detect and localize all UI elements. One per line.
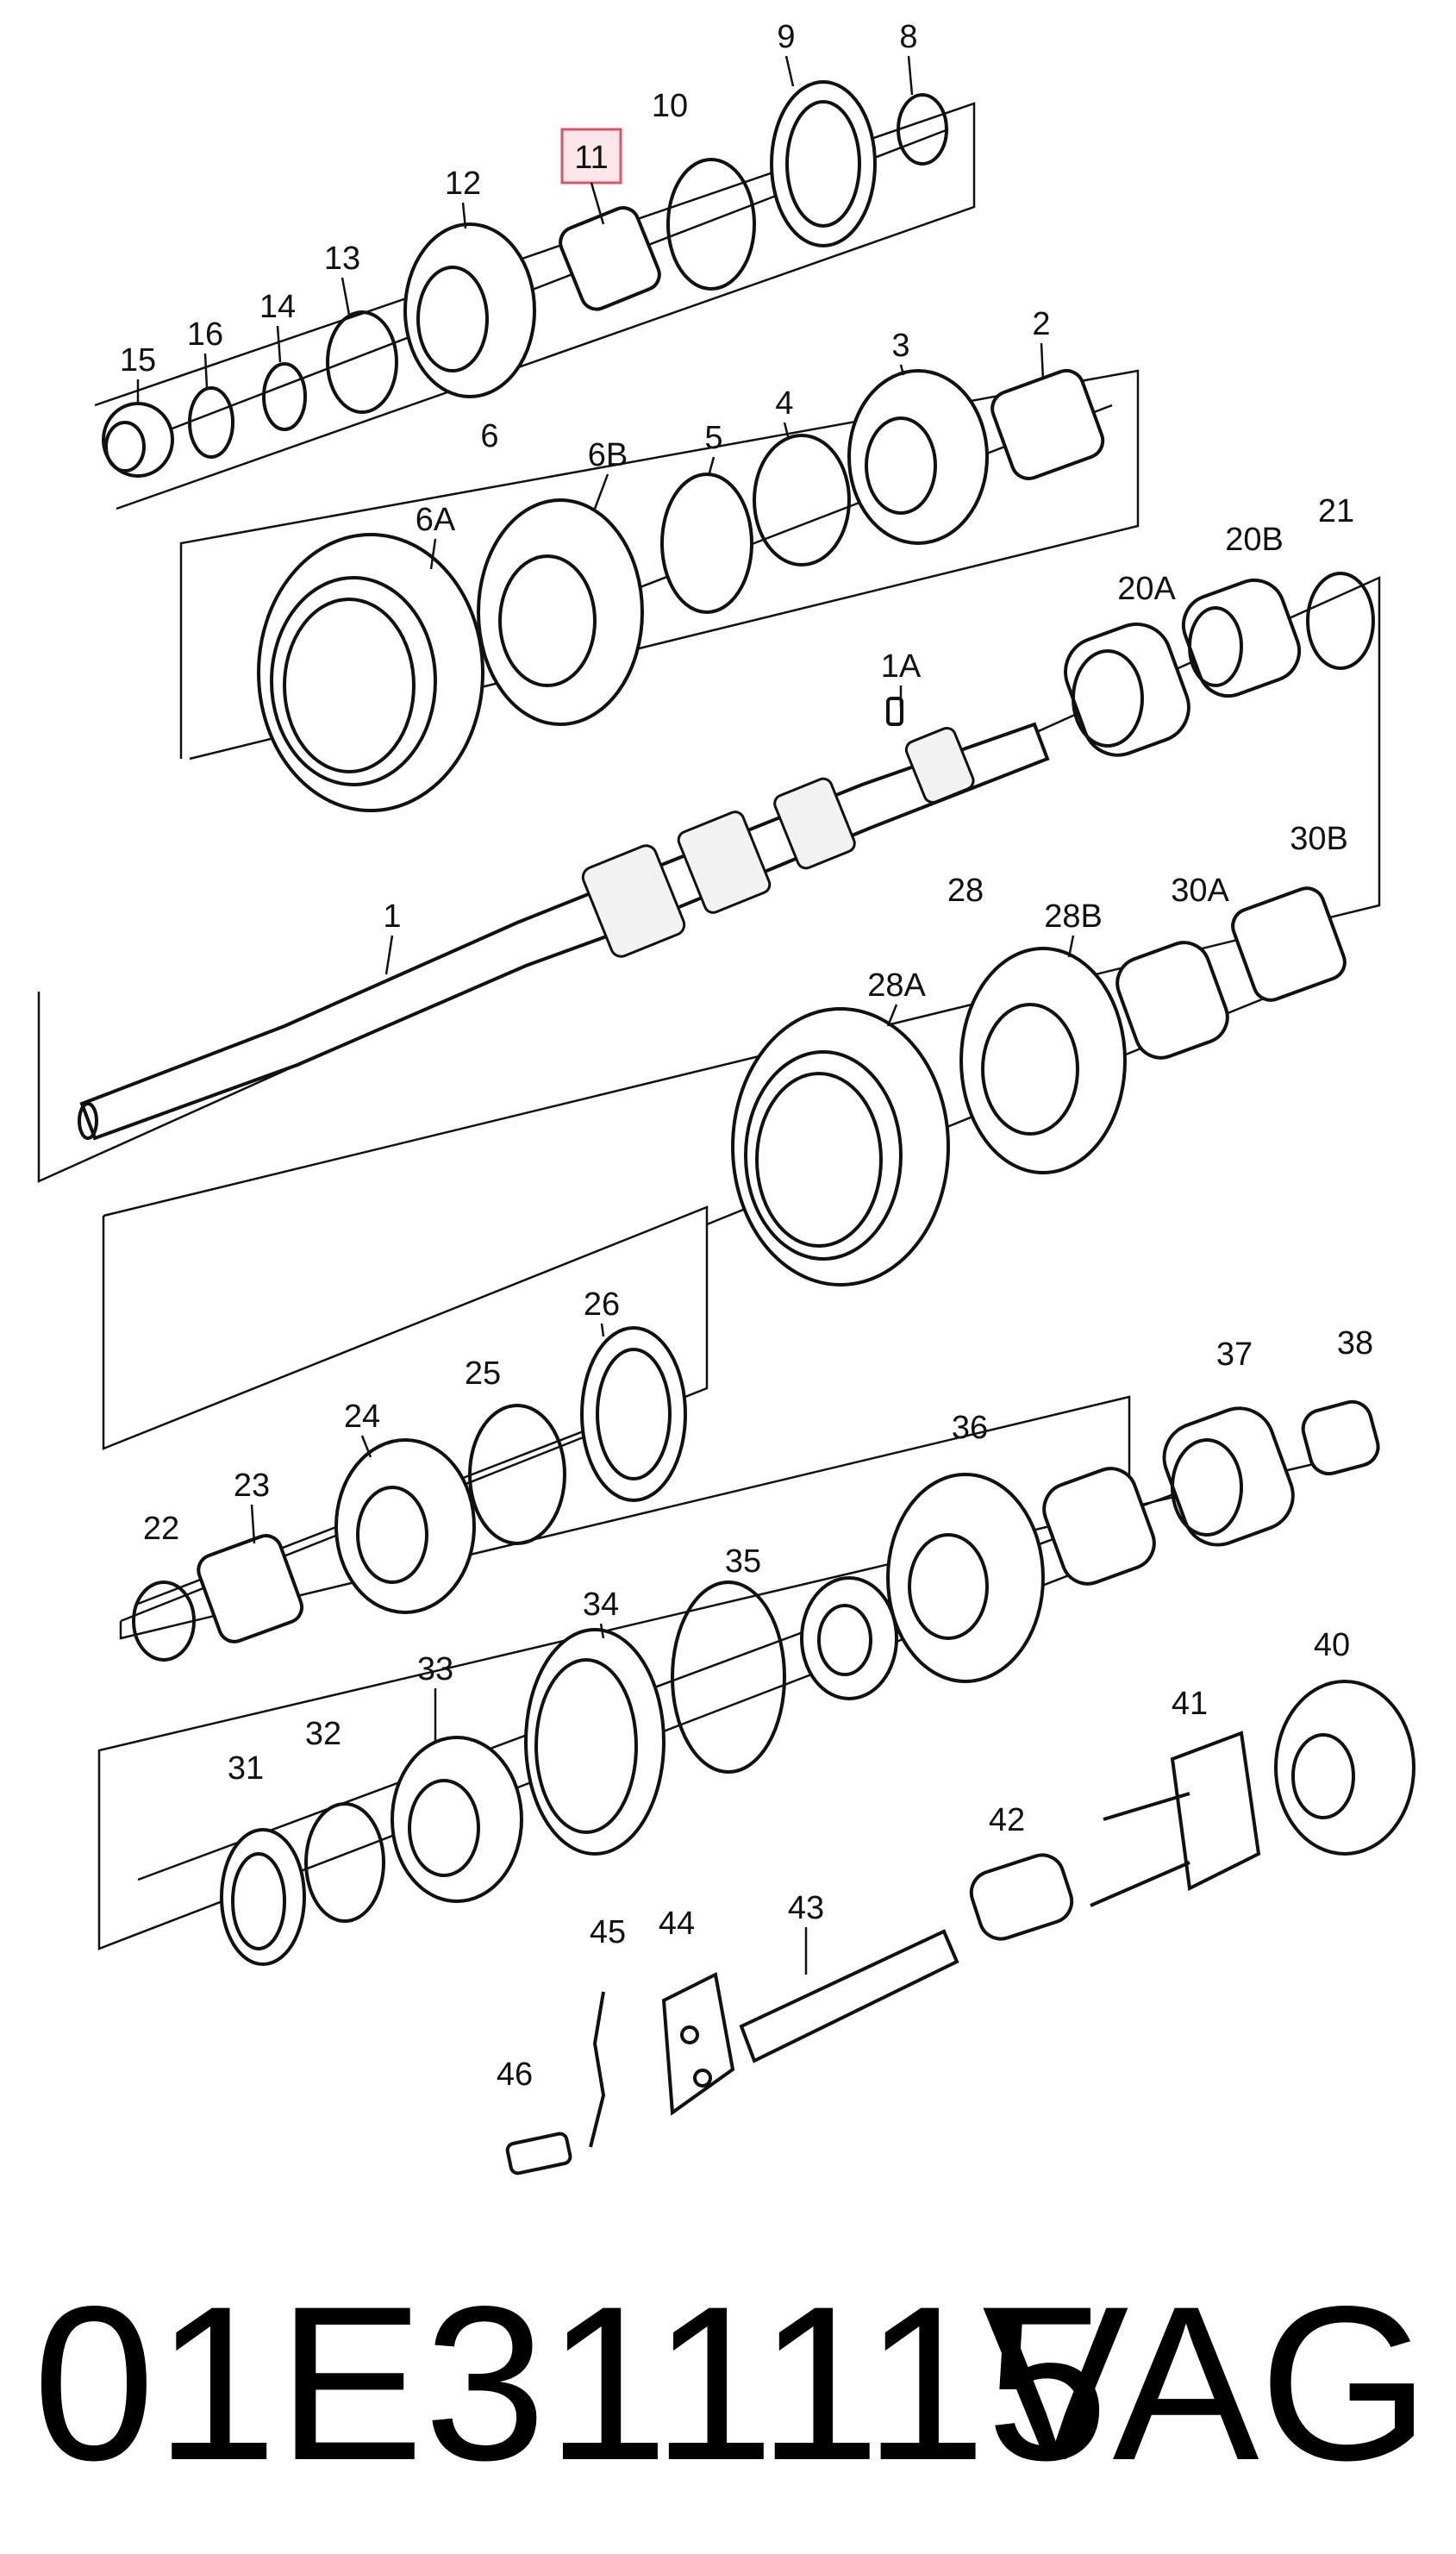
callout-43[interactable]: 43 [788, 1890, 824, 1926]
leader-lines [136, 55, 1075, 1975]
callout-6B[interactable]: 6B [588, 437, 628, 473]
callout-6[interactable]: 6 [480, 418, 498, 454]
callout-16[interactable]: 16 [187, 316, 223, 353]
callout-13[interactable]: 13 [324, 241, 360, 277]
callout-12[interactable]: 12 [445, 166, 481, 202]
callout-25[interactable]: 25 [465, 1355, 501, 1392]
callout-15[interactable]: 15 [120, 342, 156, 379]
callout-31[interactable]: 31 [228, 1750, 264, 1787]
row4-parts [132, 1326, 687, 1662]
callout-30B[interactable]: 30B [1290, 821, 1348, 857]
callout-11[interactable]: 11 [574, 140, 608, 176]
callout-14[interactable]: 14 [259, 289, 296, 325]
row3-parts [731, 886, 1347, 1286]
callout-36[interactable]: 36 [952, 1410, 988, 1446]
callout-1A[interactable]: 1A [881, 648, 922, 685]
row5-parts [524, 1399, 1380, 1856]
callout-37[interactable]: 37 [1216, 1336, 1253, 1373]
callout-6A[interactable]: 6A [416, 502, 456, 538]
callout-33[interactable]: 33 [417, 1651, 453, 1687]
callout-28A[interactable]: 28A [867, 967, 926, 1004]
callout-20B[interactable]: 20B [1225, 522, 1284, 558]
callout-2[interactable]: 2 [1032, 306, 1050, 342]
callout-28[interactable]: 28 [947, 873, 984, 909]
callout-3[interactable]: 3 [891, 328, 909, 364]
callout-35[interactable]: 35 [725, 1543, 761, 1580]
callout-42[interactable]: 42 [989, 1802, 1025, 1838]
row6-parts [220, 1680, 1415, 1966]
callout-21[interactable]: 21 [1318, 493, 1354, 529]
callout-40[interactable]: 40 [1314, 1627, 1350, 1663]
callout-28B[interactable]: 28B [1044, 898, 1103, 935]
callout-labels: 11 9 8 10 12 13 14 16 15 2 3 4 5 6 6B 6A… [120, 19, 1373, 2093]
callout-38[interactable]: 38 [1337, 1325, 1373, 1362]
callout-5[interactable]: 5 [704, 420, 722, 456]
callout-44[interactable]: 44 [659, 1906, 695, 1942]
callout-32[interactable]: 32 [305, 1716, 341, 1752]
callout-34[interactable]: 34 [583, 1587, 619, 1623]
callout-4[interactable]: 4 [775, 385, 793, 422]
callout-45[interactable]: 45 [590, 1914, 626, 1950]
exploded-gearbox-diagram: 11 9 8 10 12 13 14 16 15 2 3 4 5 6 6B 6A… [37, 19, 1415, 2175]
main-shaft [78, 697, 1050, 1141]
callout-1[interactable]: 1 [383, 898, 401, 935]
callout-26[interactable]: 26 [584, 1286, 620, 1323]
callout-23[interactable]: 23 [234, 1468, 270, 1504]
brand-caption: VAG [982, 2261, 1430, 2507]
callout-22[interactable]: 22 [143, 1511, 179, 1547]
row2-parts [257, 368, 1105, 812]
row1-parts [102, 80, 948, 478]
callout-41[interactable]: 41 [1172, 1686, 1208, 1722]
bearing-group-20 [1064, 572, 1375, 757]
callout-46[interactable]: 46 [497, 2056, 533, 2093]
callout-10[interactable]: 10 [652, 88, 688, 124]
callout-20A[interactable]: 20A [1117, 571, 1176, 607]
callout-8[interactable]: 8 [899, 19, 917, 55]
callout-30A[interactable]: 30A [1171, 873, 1229, 909]
callout-9[interactable]: 9 [777, 19, 795, 55]
part-number-caption: 01E311115 [33, 2261, 1109, 2507]
bottom-parts [505, 1929, 959, 2175]
callout-24[interactable]: 24 [344, 1399, 380, 1435]
